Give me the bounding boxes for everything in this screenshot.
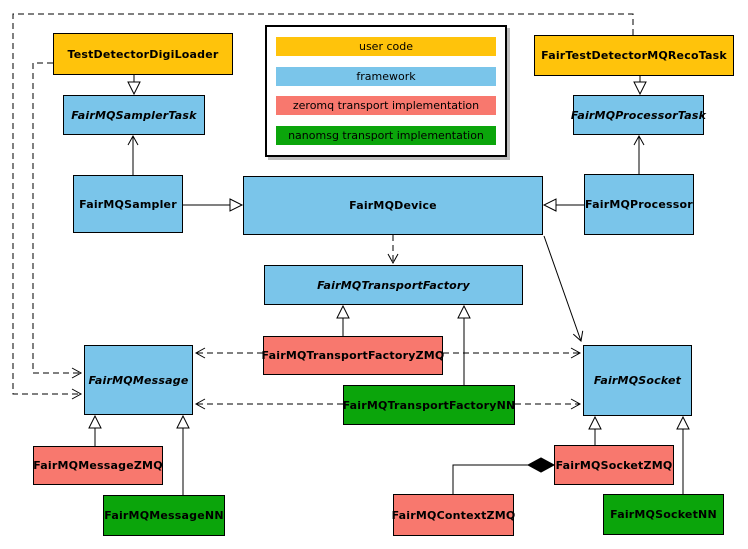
- class-box-testdetectordigiloader: TestDetectorDigiLoader: [53, 33, 233, 75]
- class-box-fairmqsampler: FairMQSampler: [73, 175, 183, 233]
- class-label: FairMQTransportFactoryNN: [342, 398, 516, 412]
- edge-tddl-message-dependency: [32, 62, 83, 379]
- class-label: FairMQSamplerTask: [71, 108, 197, 122]
- class-box-fairmqsamplertask: FairMQSamplerTask: [63, 95, 205, 135]
- class-label: FairMQProcessor: [585, 198, 693, 211]
- class-box-fairmqsocketnn: FairMQSocketNN: [603, 494, 724, 535]
- class-box-fairmqdevice: FairMQDevice: [243, 176, 543, 235]
- class-label: FairMQSampler: [79, 197, 177, 211]
- edge-recotask-message-dependency: [12, 13, 634, 400]
- legend-label: zeromq transport implementation: [292, 99, 480, 113]
- class-label: TestDetectorDigiLoader: [67, 47, 219, 61]
- class-label: FairMQMessageZMQ: [33, 459, 163, 472]
- class-box-fairmqsocket: FairMQSocket: [583, 345, 692, 416]
- legend-item-framework: framework: [276, 66, 496, 86]
- legend-label: nanomsg transport implementation: [288, 128, 484, 142]
- class-box-fairmqprocessortask: FairMQProcessorTask: [570, 95, 707, 135]
- legend-label: user code: [358, 40, 414, 54]
- class-box-fairmqsocketzmq: FairMQSocketZMQ: [554, 445, 674, 485]
- class-label: FairMQProcessorTask: [570, 108, 707, 122]
- class-label: FairMQMessage: [88, 373, 189, 387]
- class-box-fairmqtransportfactory: FairMQTransportFactory: [264, 265, 523, 305]
- class-box-fairmqprocessor: FairMQProcessor: [584, 174, 694, 235]
- class-box-fairmqcontextzmq: FairMQContextZMQ: [391, 494, 516, 536]
- composition-diamond: [526, 457, 556, 473]
- class-label: FairMQMessageNN: [104, 509, 224, 522]
- class-box-fairmqtransportfactoryzmq: FairMQTransportFactoryZMQ: [261, 336, 445, 375]
- class-label: FairMQDevice: [349, 199, 437, 212]
- class-box-fairmqmessagezmq: FairMQMessageZMQ: [33, 446, 163, 485]
- class-box-fairmqtransportfactorynn: FairMQTransportFactoryNN: [343, 385, 515, 425]
- class-box-fairmqmessage: FairMQMessage: [84, 345, 193, 415]
- legend-item-zeromq: zeromq transport implementation: [276, 96, 496, 116]
- edge-device-socket-association: [543, 235, 584, 342]
- class-box-fairtestdetectormqrecotask: FairTestDetectorMQRecoTask: [534, 35, 734, 76]
- legend-label: framework: [356, 69, 416, 83]
- class-label: FairMQTransportFactoryZMQ: [261, 349, 445, 362]
- class-label: FairTestDetectorMQRecoTask: [541, 49, 727, 62]
- color-legend: user code framework zeromq transport imp…: [265, 25, 507, 157]
- class-box-fairmqmessagenn: FairMQMessageNN: [103, 495, 225, 536]
- legend-item-user-code: user code: [276, 37, 496, 57]
- class-label: FairMQTransportFactory: [317, 278, 470, 292]
- class-label: FairMQContextZMQ: [391, 508, 516, 522]
- class-label: FairMQSocket: [593, 374, 682, 387]
- class-label: FairMQSocketZMQ: [555, 458, 673, 472]
- legend-item-nanomsg: nanomsg transport implementation: [276, 125, 496, 145]
- edge-contextzmq-socketzmq-composition: [452, 464, 529, 494]
- class-label: FairMQSocketNN: [610, 508, 717, 521]
